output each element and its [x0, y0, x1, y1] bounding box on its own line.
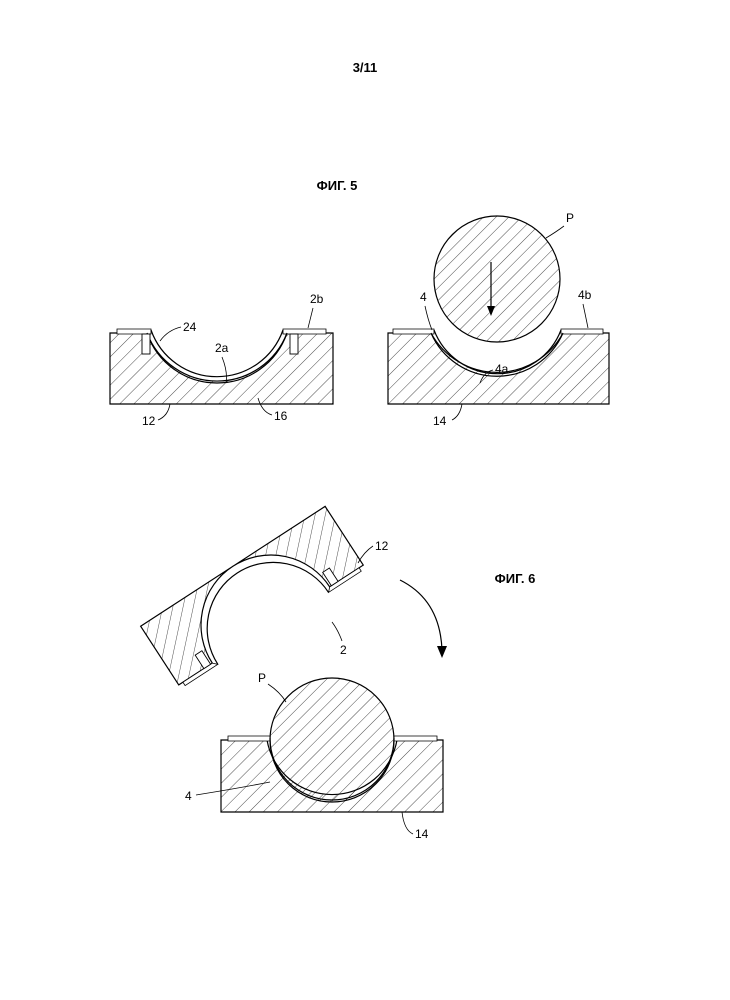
- fig5-label-16: 16: [274, 409, 288, 423]
- fig5-label-14: 14: [433, 414, 447, 428]
- fig5-label-4: 4: [420, 290, 427, 304]
- fig5-label-4b: 4b: [578, 288, 592, 302]
- fig5-label-12: 12: [142, 414, 156, 428]
- fig6-label-4: 4: [185, 789, 192, 803]
- fig5-label-2b: 2b: [310, 292, 324, 306]
- rotation-arrow: [400, 580, 442, 650]
- fig6-tilted-mold-12: [141, 506, 366, 688]
- fig6-title: ФИГ. 6: [495, 571, 536, 586]
- fig5-label-2a: 2a: [215, 341, 229, 355]
- page-number: 3/11: [353, 60, 378, 75]
- fig6-label-12: 12: [375, 539, 389, 553]
- figure-6: ФИГ. 6 12 2 P 4 14: [141, 506, 536, 841]
- figure-5: ФИГ. 5 24 2b 2a 12 16: [110, 178, 609, 428]
- fig6-label-P: P: [258, 671, 266, 685]
- fig6-label-14: 14: [415, 827, 429, 841]
- fig5-title: ФИГ. 5: [317, 178, 358, 193]
- fig6-label-2: 2: [340, 643, 347, 657]
- fig5-label-4a: 4a: [495, 362, 509, 376]
- fig6-lower-mold-14: [221, 678, 443, 812]
- fig5-label-P: P: [566, 211, 574, 225]
- fig5-label-24: 24: [183, 320, 197, 334]
